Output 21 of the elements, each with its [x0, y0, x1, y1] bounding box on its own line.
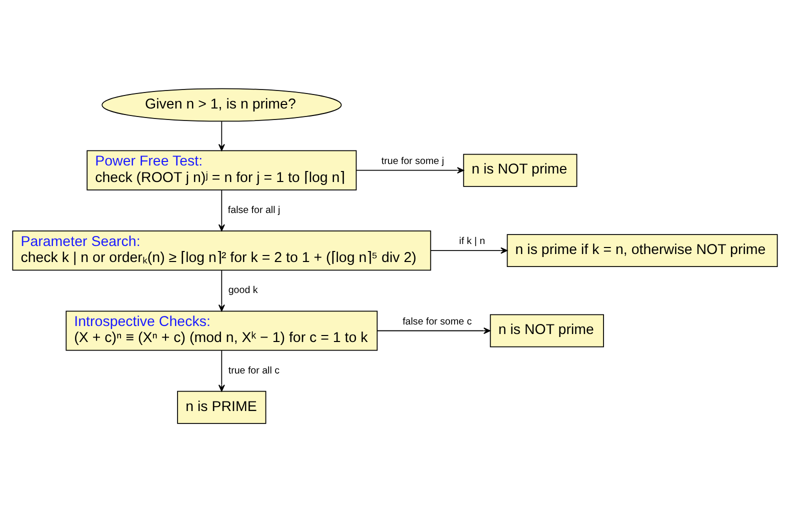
node-box: Parameter Search: check k | n or orderₖ(n) ≥ ⌈log n⌉² for k = 2 to 1 + (⌈log n⌉⁵ div 2)	[12, 230, 432, 271]
edge-label: false for all j	[228, 204, 280, 216]
node-box: Power Free Test: check (ROOT j n)ʲ = n for j = 1 to ⌈log n⌉	[86, 150, 357, 190]
node-box: n is NOT prime	[463, 154, 578, 187]
arrow	[430, 247, 508, 254]
edge-label: if k | n	[459, 236, 486, 248]
node-box: n is prime if k = n, otherwise NOT prime	[506, 234, 778, 268]
edge-label: good k	[228, 285, 258, 296]
arrow	[218, 350, 225, 392]
arrow	[356, 167, 464, 174]
arrow	[376, 328, 491, 334]
node-box: n is NOT prime	[490, 314, 604, 348]
edge-label: true for all c	[228, 365, 280, 376]
edge-label: true for some j	[381, 156, 444, 167]
arrow	[218, 270, 225, 312]
node-ellipse: Given n > 1, is n prime?	[102, 88, 342, 122]
node-box: n is PRIME	[177, 390, 266, 424]
arrow	[218, 190, 225, 232]
arrow	[218, 121, 225, 151]
edge-label: false for some c	[402, 316, 472, 328]
node-box: Introspective Checks: (X + c)ⁿ ≡ (Xⁿ + c) (mod n, Xᵏ − 1) for c = 1 to k	[66, 310, 378, 351]
